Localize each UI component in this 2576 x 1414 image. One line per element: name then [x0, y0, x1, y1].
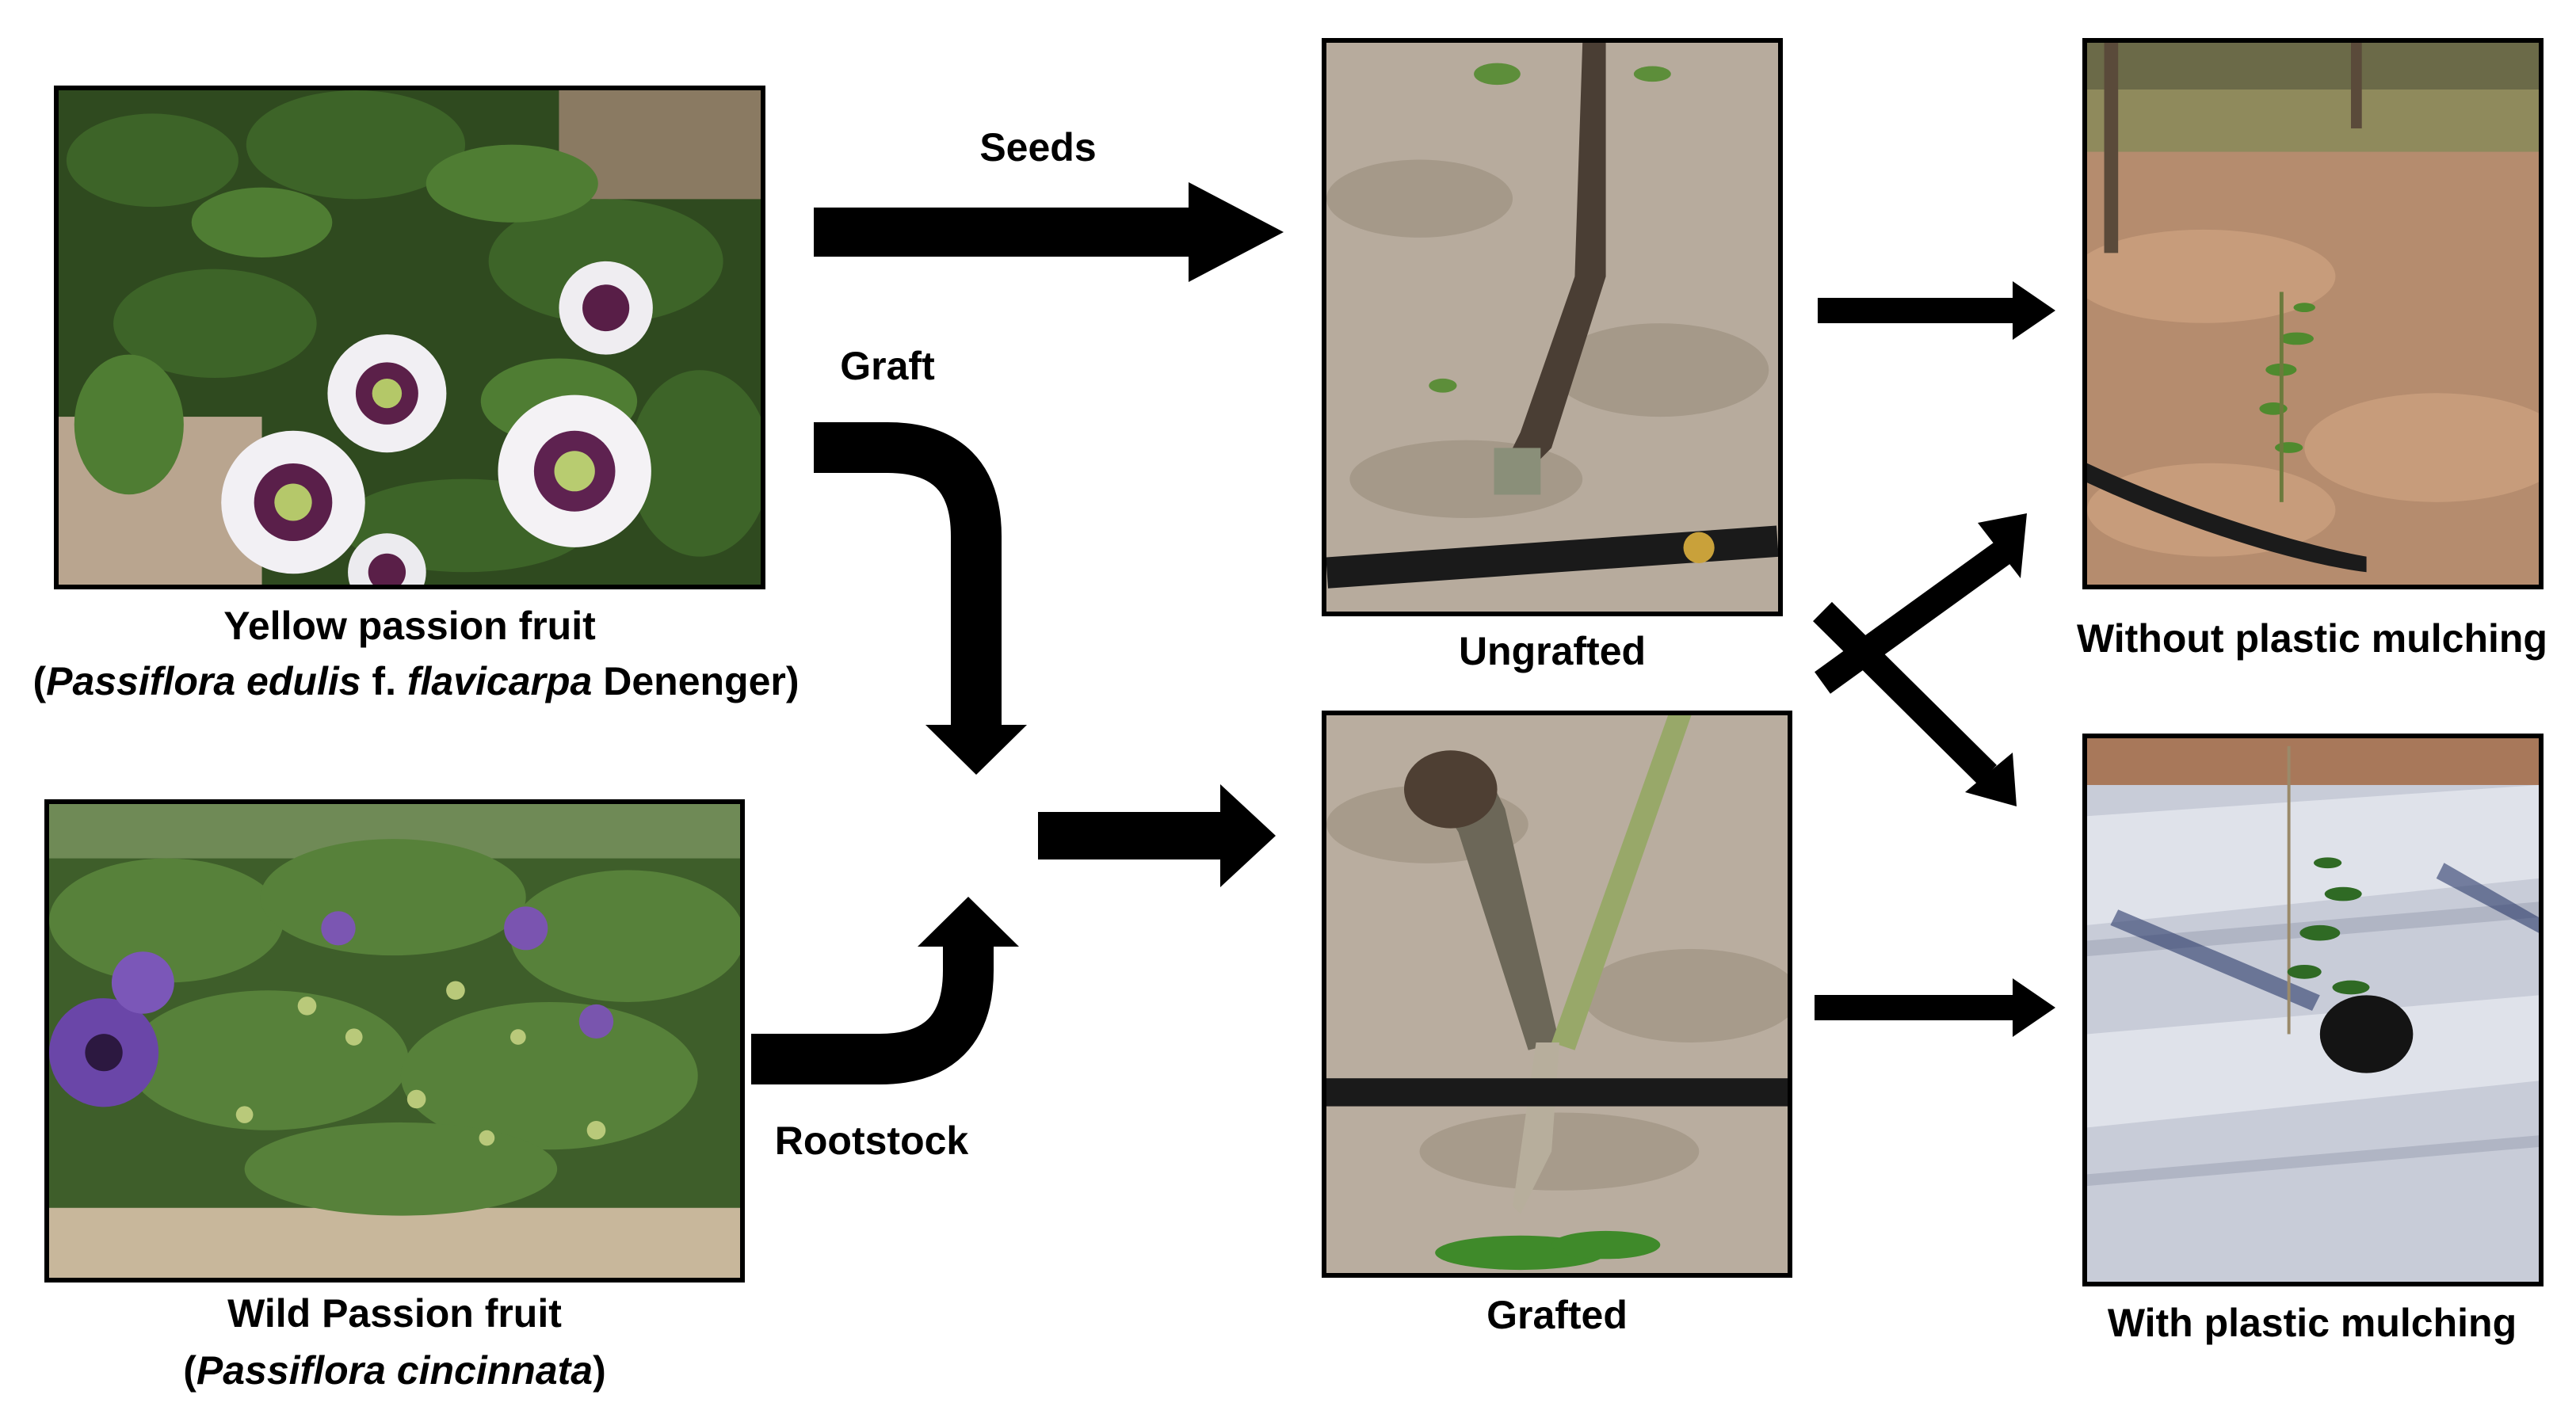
ungrafted-photo [1322, 38, 1783, 616]
yellow-species-author: Denenger [592, 659, 786, 703]
yellow-species-genus: Passiflora edulis [46, 659, 361, 703]
yellow-species-form: flavicarpa [406, 659, 593, 703]
grafted-to-with-arrow [1815, 978, 2055, 1037]
wild-passion-fruit-photo [44, 799, 745, 1283]
seeds-label: Seeds [979, 125, 1097, 170]
to-grafted-arrow [1038, 784, 1276, 887]
graft-label: Graft [840, 344, 935, 388]
grafted-label: Grafted [1486, 1293, 1628, 1337]
ungrafted-label: Ungrafted [1458, 629, 1647, 673]
wild-species: Passiflora cincinnata [196, 1348, 593, 1393]
without-mulching-photo [2082, 38, 2544, 589]
seeds-arrow [814, 182, 1284, 282]
without-mulching-label: Without plastic mulching [2077, 616, 2547, 661]
rootstock-arrow [751, 945, 994, 1084]
yellow-passion-fruit-name: Yellow passion fruit [223, 604, 596, 648]
graft-arrow [814, 422, 1002, 725]
grafted-photo [1322, 711, 1792, 1278]
cross-arrow-down [1965, 753, 2017, 806]
cross-arrow-up [1978, 513, 2027, 578]
yellow-passion-fruit-photo [54, 86, 765, 589]
ungrafted-to-without-arrow [1818, 281, 2055, 340]
with-mulching-label: With plastic mulching [2107, 1301, 2517, 1345]
rootstock-label: Rootstock [774, 1119, 969, 1163]
wild-passion-fruit-species: (Passiflora cincinnata) [183, 1348, 606, 1393]
with-mulching-photo [2082, 734, 2544, 1286]
yellow-passion-fruit-species: (Passiflora edulis f. flavicarpa Denenge… [32, 659, 800, 703]
yellow-species-mid: f. [361, 659, 407, 703]
wild-passion-fruit-name: Wild Passion fruit [227, 1291, 562, 1336]
